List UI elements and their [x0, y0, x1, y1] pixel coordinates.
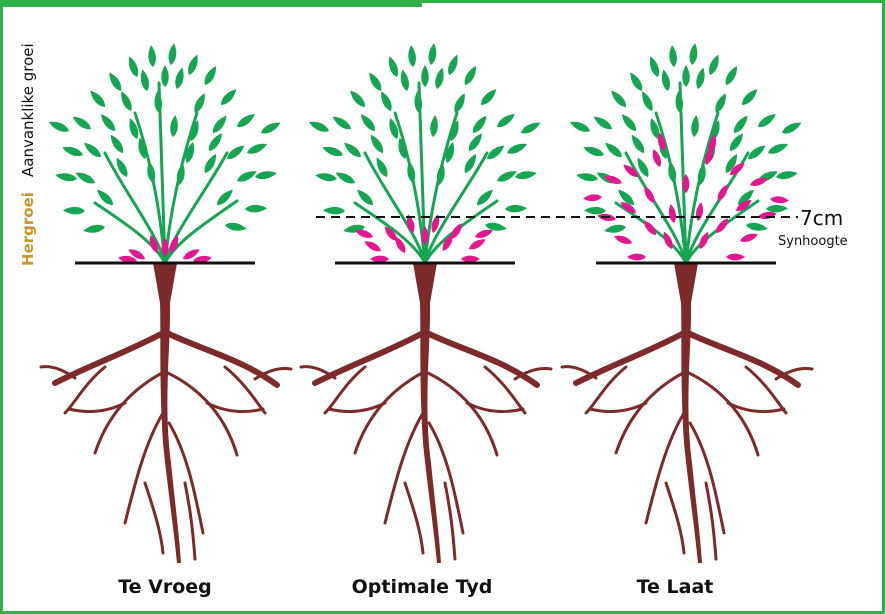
cut-height-value: 7cm	[800, 206, 843, 230]
plants-group	[41, 43, 812, 563]
plant-too-late	[562, 43, 812, 563]
plant-too-early	[41, 43, 291, 563]
stage-label-optimal-time: Optimale Tyd	[312, 576, 532, 598]
initial-growth-label: Aanvanklike groei	[19, 43, 37, 177]
regrowth-label: Hergroei	[19, 192, 37, 266]
stage-label-too-late: Te Laat	[565, 576, 785, 598]
cut-height-label: Synhoogte	[778, 234, 848, 249]
plant-optimal-time	[301, 43, 551, 563]
stage-label-too-early: Te Vroeg	[55, 576, 275, 598]
